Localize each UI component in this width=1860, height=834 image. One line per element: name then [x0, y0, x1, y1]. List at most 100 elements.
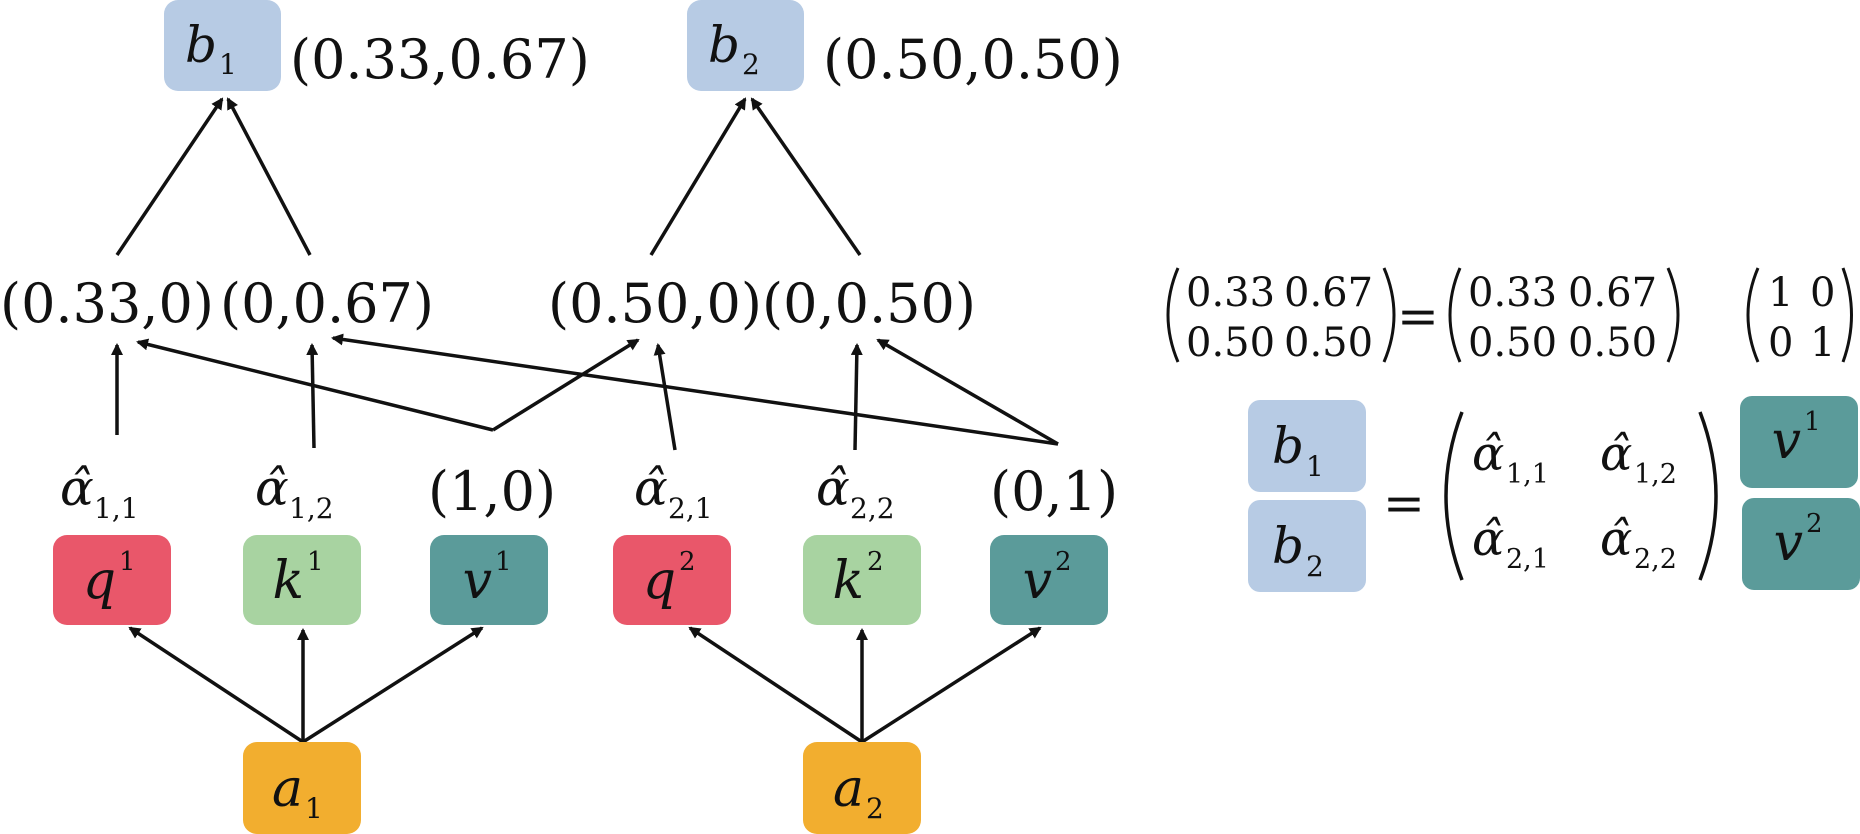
v2-symbol: v [1023, 551, 1052, 611]
k2-superscript: 2 [867, 547, 884, 577]
b2-value: (0.50,0.50) [823, 28, 1123, 91]
equation-2: b 1 b 2 = α̂ 1,1 α̂ 1,2 α̂ 2,1 α̂ 2,2 v … [1248, 396, 1860, 592]
eq2-alpha-r1c2-subscript: 1,2 [1634, 459, 1677, 490]
k1-symbol: k [272, 551, 304, 611]
arrow-v1-to-w3 [492, 338, 640, 432]
a2-box [803, 742, 921, 834]
b1-value: (0.33,0.67) [290, 28, 590, 91]
eq1-m2-right-paren [1841, 267, 1853, 363]
eq2-v1-superscript: 1 [1804, 407, 1821, 437]
eq2-v1-box [1740, 396, 1858, 488]
b2-symbol: b [708, 16, 740, 74]
arrow-a2-to-v2 [861, 626, 1042, 744]
eq1-lhs-r1c2: 0.67 [1284, 270, 1373, 316]
a2-symbol: a [833, 759, 864, 819]
v2-superscript: 2 [1055, 547, 1072, 577]
eq1-m2-r2c2: 1 [1810, 320, 1835, 366]
alpha-2-2-subscript: 2,2 [850, 492, 895, 525]
eq2-v2-superscript: 2 [1806, 509, 1823, 539]
eq1-lhs-r2c2: 0.50 [1284, 320, 1373, 366]
eq2-alpha-r1c2-symbol: α̂ [1600, 426, 1632, 482]
k1-node: k 1 [243, 535, 361, 625]
arrow-alpha21-up [653, 343, 677, 451]
eq2-alpha-r1c1-symbol: α̂ [1472, 426, 1504, 482]
k2-node: k 2 [803, 535, 921, 625]
eq2-v2-symbol: v [1774, 513, 1803, 573]
eq2-b2-symbol: b [1272, 517, 1304, 575]
arrow-w4-to-b2 [750, 97, 862, 256]
eq1-m2-r2c1: 0 [1768, 320, 1793, 366]
v1-value: (1,0) [428, 460, 556, 523]
eq2-alpha-right-paren [1698, 411, 1718, 581]
alpha-2-1-subscript: 2,1 [668, 492, 713, 525]
q1-symbol: q [83, 551, 116, 611]
eq1-m2-r1c1: 1 [1768, 270, 1793, 316]
a2-node: a 2 [803, 742, 921, 834]
alpha-1-1-symbol: α̂ [60, 459, 94, 517]
b1-subscript: 1 [219, 48, 237, 81]
q2-box [613, 535, 731, 625]
eq1-lhs-right-paren [1382, 267, 1396, 363]
arrows [111, 97, 1059, 744]
b1-symbol: b [185, 16, 217, 74]
q2-superscript: 2 [679, 547, 696, 577]
eq1-m1-r2c1: 0.50 [1468, 320, 1557, 366]
v1-box [430, 535, 548, 625]
alpha-1-1-subscript: 1,1 [94, 492, 139, 525]
eq1-lhs-left-paren [1166, 267, 1180, 363]
output-b2: b 2 [687, 0, 804, 91]
arrow-a1-to-q1 [128, 626, 304, 744]
a1-node: a 1 [243, 742, 361, 834]
alpha-2-2: α̂ 2,2 [816, 459, 895, 525]
eq2-b2-box [1248, 500, 1366, 592]
alpha-2-1-symbol: α̂ [634, 459, 668, 517]
eq2-v2-box [1742, 498, 1860, 590]
b2-box [687, 0, 804, 91]
arrow-v1-to-w1 [136, 338, 494, 432]
eq1-m1-r1c2: 0.67 [1568, 270, 1657, 316]
eq2-alpha-r2c1-subscript: 2,1 [1506, 544, 1549, 575]
arrow-a2-to-q2 [688, 626, 863, 744]
k2-symbol: k [832, 551, 864, 611]
b2-subscript: 2 [742, 48, 760, 81]
weighted-value-4: (0,0.50) [762, 272, 976, 335]
eq1-m2-left-paren [1746, 267, 1760, 363]
eq2-v1-symbol: v [1772, 411, 1801, 471]
q2-symbol: q [643, 551, 676, 611]
eq2-b1-subscript: 1 [1306, 450, 1324, 483]
alpha-2-2-symbol: α̂ [816, 459, 850, 517]
eq2-b1-symbol: b [1272, 417, 1304, 475]
eq1-m1-r2c2: 0.50 [1568, 320, 1657, 366]
v1-node: v 1 [430, 535, 548, 625]
arrow-a1-to-v1 [302, 626, 484, 744]
alpha-1-2-subscript: 1,2 [289, 492, 334, 525]
weighted-value-3: (0.50,0) [548, 272, 762, 335]
q1-node: q 1 [53, 535, 171, 625]
alpha-1-1: α̂ 1,1 [60, 459, 139, 525]
v2-node: v 2 [990, 535, 1108, 625]
eq2-b1-box [1248, 400, 1366, 492]
arrow-w3-to-b2 [649, 97, 747, 256]
eq2-alpha-r2c2-subscript: 2,2 [1634, 544, 1677, 575]
b1-box [164, 0, 281, 91]
eq2-alpha-r2c2-symbol: α̂ [1600, 511, 1632, 567]
eq2-alpha-left-paren [1444, 411, 1464, 581]
k2-box [803, 535, 921, 625]
eq2-equals-sign: = [1383, 474, 1425, 532]
arrow-w1-to-b1 [115, 97, 224, 256]
weighted-value-1: (0.33,0) [0, 272, 214, 335]
arrow-alpha12-up [306, 343, 319, 449]
q2-node: q 2 [613, 535, 731, 625]
alpha-1-2-symbol: α̂ [255, 459, 289, 517]
weighted-value-2: (0,0.67) [220, 272, 434, 335]
a1-box [243, 742, 361, 834]
arrow-w2-to-b1 [226, 97, 312, 256]
eq1-m1-right-paren [1666, 267, 1680, 363]
eq2-b2-subscript: 2 [1306, 550, 1324, 583]
equation-1: 0.33 0.67 0.50 0.50 = 0.33 0.67 0.50 0.5… [1166, 267, 1853, 366]
eq1-m1-left-paren [1448, 267, 1462, 363]
a1-symbol: a [272, 759, 303, 819]
eq2-alpha-r1c1-subscript: 1,1 [1506, 459, 1549, 490]
v1-superscript: 1 [495, 547, 512, 577]
